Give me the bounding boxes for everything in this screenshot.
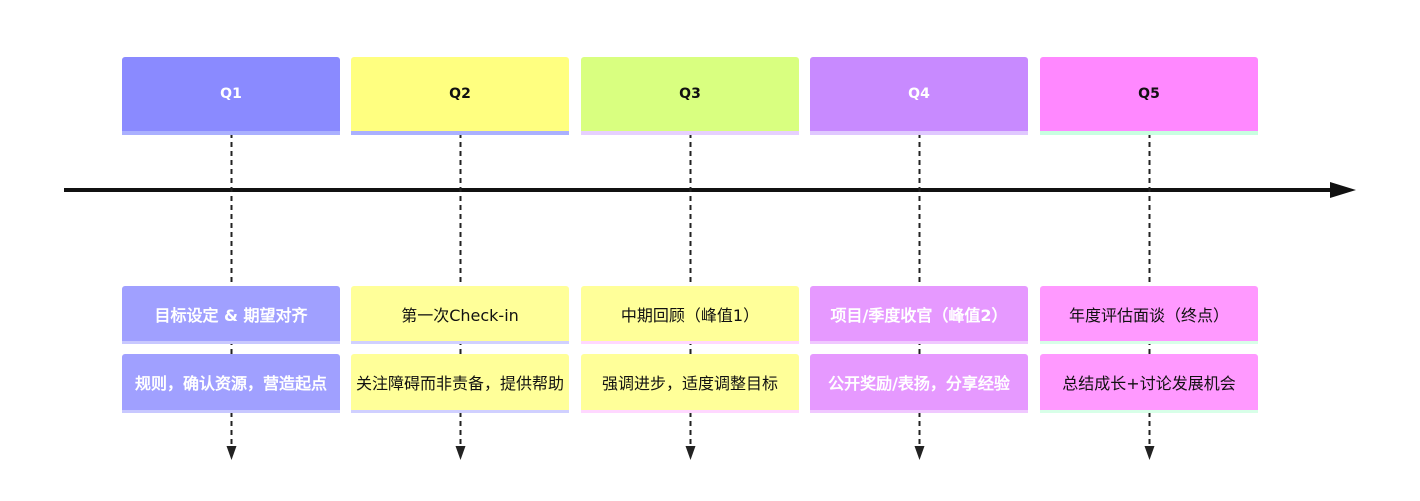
stage-title-card: 目标设定 & 期望对齐 (122, 286, 340, 344)
stage-description-card: 公开奖励/表扬，分享经验 (810, 354, 1028, 413)
connector-arrow-q1 (226, 446, 237, 460)
quarter-header-q3: Q3 (581, 57, 799, 135)
stage-title: 中期回顾（峰值1） (620, 305, 760, 325)
stage-title: 年度评估面谈（终点） (1068, 305, 1229, 325)
stage-title-card: 中期回顾（峰值1） (581, 286, 799, 344)
quarter-header-q2: Q2 (351, 57, 569, 135)
stage-description-card: 强调进步，适度调整目标 (581, 354, 799, 413)
quarter-header-q4: Q4 (810, 57, 1028, 135)
quarter-label: Q4 (908, 86, 930, 102)
connector-arrow-q2 (455, 446, 466, 460)
stage-title-card: 年度评估面谈（终点） (1040, 286, 1258, 344)
connector-arrow-q4 (914, 446, 925, 460)
quarter-header-q1: Q1 (122, 57, 340, 135)
stage-title-card: 项目/季度收官（峰值2） (810, 286, 1028, 344)
quarter-label: Q3 (679, 86, 701, 102)
stage-description-card: 规则，确认资源，营造起点 (122, 354, 340, 413)
stage-description: 强调进步，适度调整目标 (601, 374, 778, 393)
stage-description: 关注障碍而非责备，提供帮助 (355, 374, 564, 393)
stage-description: 公开奖励/表扬，分享经验 (828, 374, 1010, 393)
stage-title: 第一次Check-in (401, 305, 519, 325)
stage-title: 项目/季度收官（峰值2） (830, 305, 1008, 325)
quarter-label: Q1 (220, 86, 242, 102)
stage-description: 规则，确认资源，营造起点 (134, 374, 327, 393)
stage-description-card: 关注障碍而非责备，提供帮助 (351, 354, 569, 413)
timeline-arrowhead (1330, 182, 1356, 198)
stage-description-card: 总结成长+讨论发展机会 (1040, 354, 1258, 413)
stage-title-card: 第一次Check-in (351, 286, 569, 344)
stage-description: 总结成长+讨论发展机会 (1062, 374, 1236, 393)
quarter-label: Q2 (449, 86, 471, 102)
connector-arrow-q3 (685, 446, 696, 460)
stage-title: 目标设定 & 期望对齐 (154, 305, 308, 325)
quarter-header-q5: Q5 (1040, 57, 1258, 135)
connector-arrow-q5 (1144, 446, 1155, 460)
quarter-label: Q5 (1138, 86, 1160, 102)
